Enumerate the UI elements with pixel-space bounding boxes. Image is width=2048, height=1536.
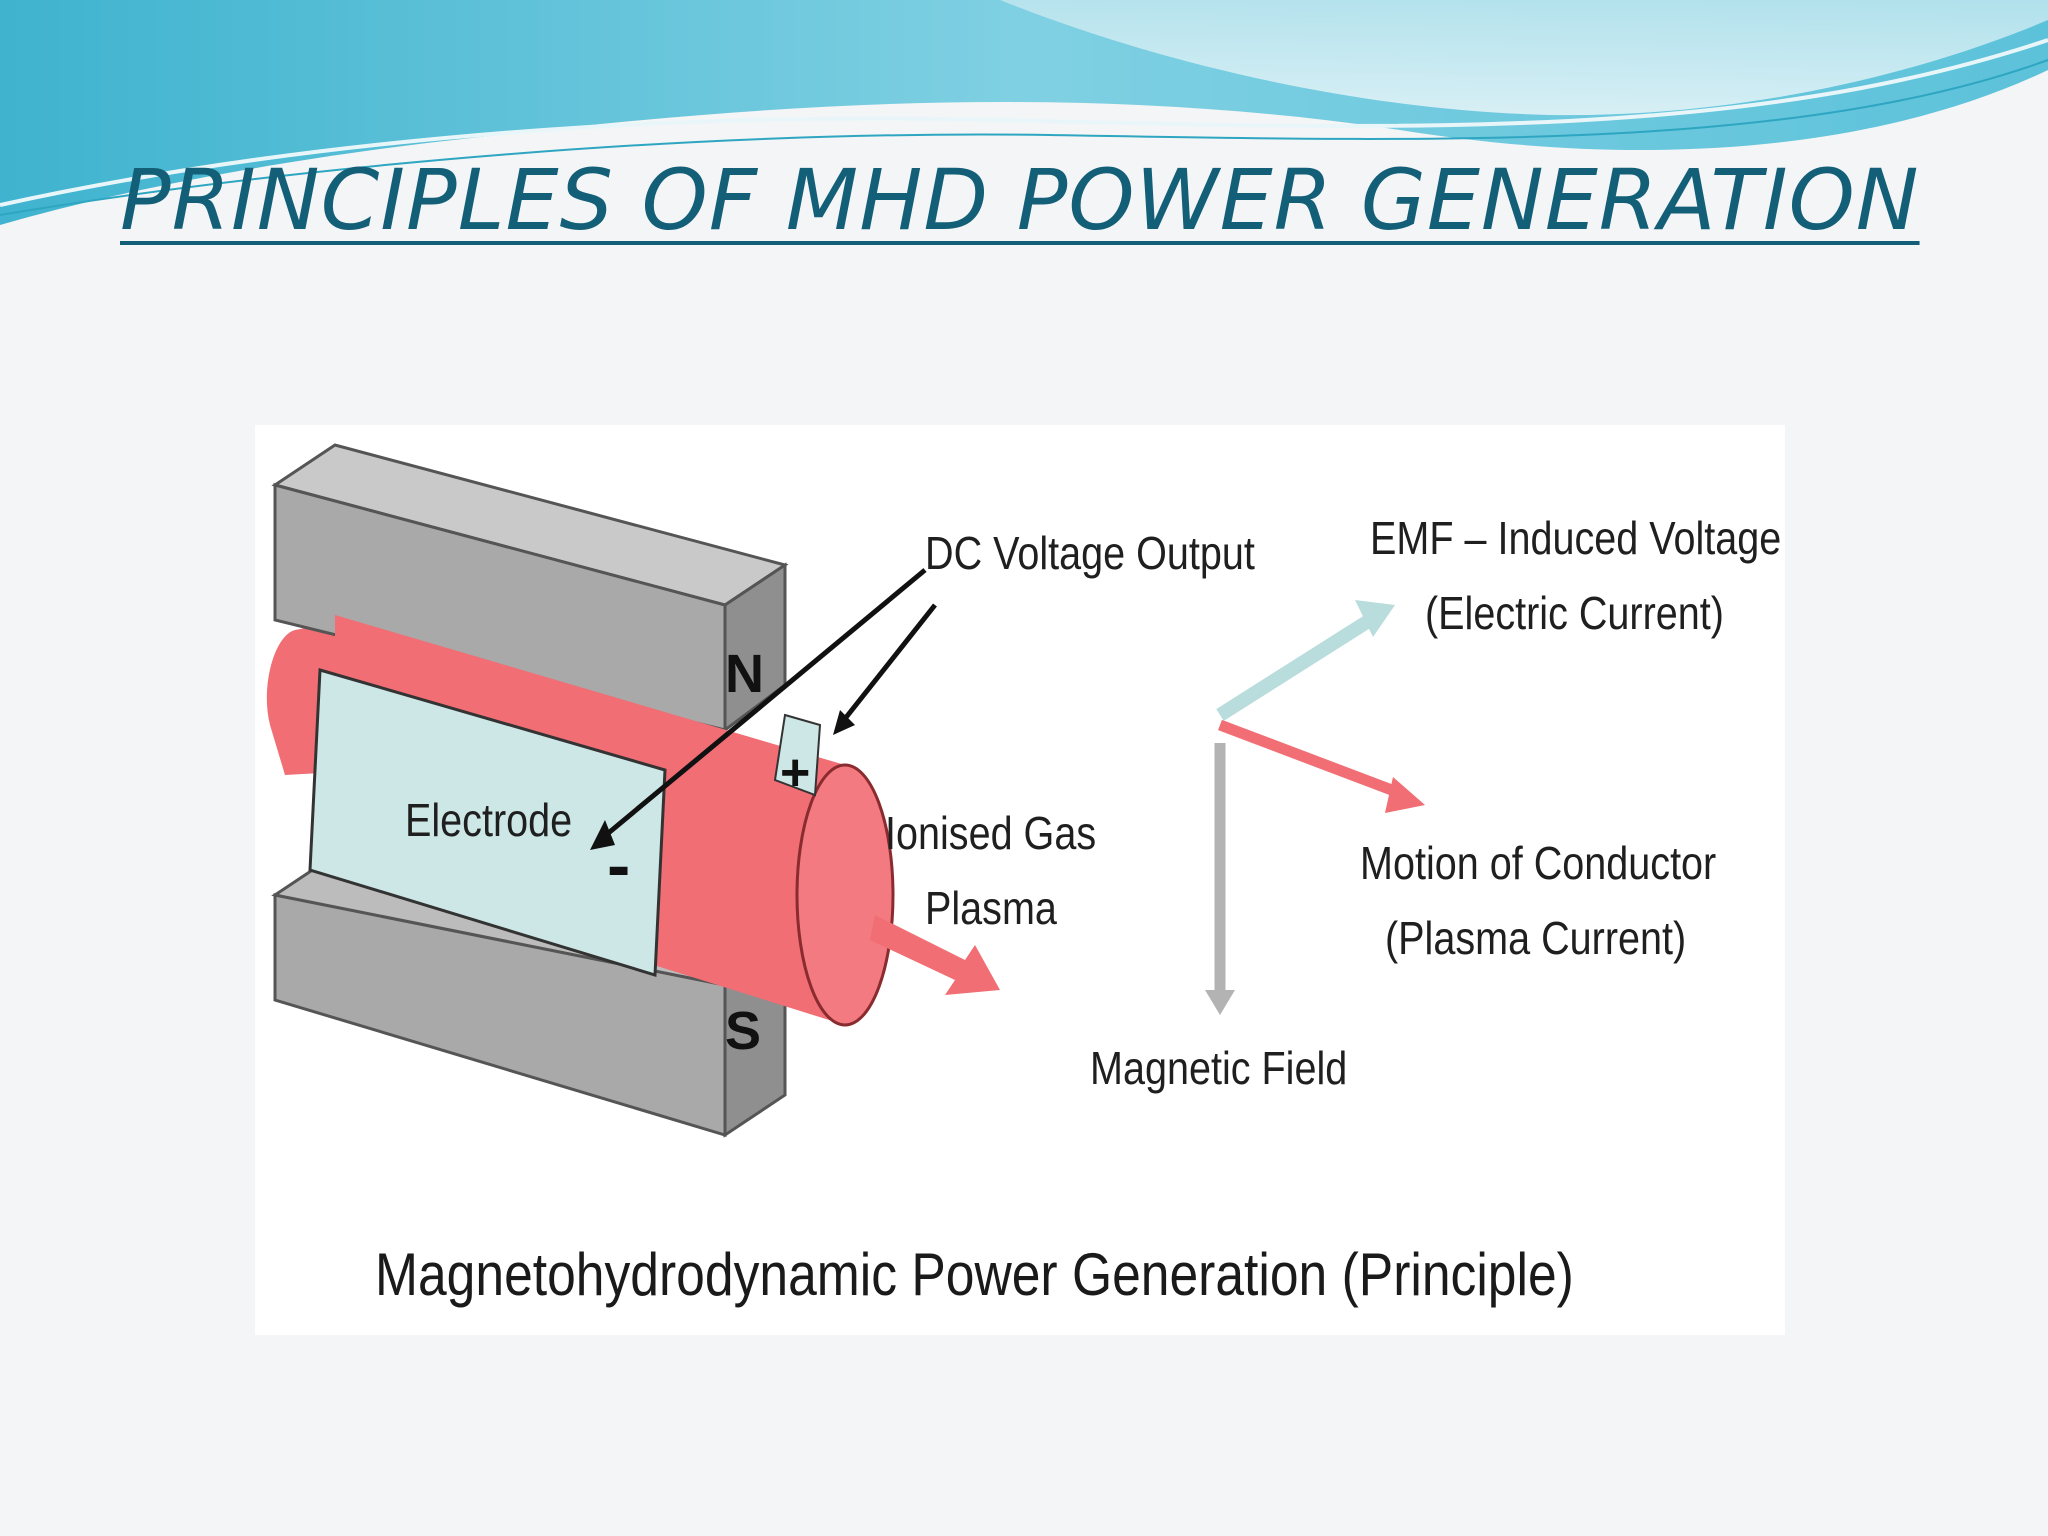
diagram-caption: Magnetohydrodynamic Power Generation (Pr…	[375, 1241, 1574, 1308]
positive-electrode	[773, 713, 822, 797]
mhd-illustration	[266, 443, 1425, 1138]
dc-lead-negative	[598, 568, 927, 842]
motion-of-conductor-label-line1: Motion of Conductor	[1360, 837, 1717, 889]
plasma-tube-end	[795, 763, 895, 1027]
conductor-motion-arrowhead	[1385, 777, 1425, 813]
magnetic-field-label: Magnetic Field	[1090, 1042, 1348, 1094]
negative-terminal-label: -	[607, 826, 631, 904]
dc-lead-positive-arrowhead	[833, 710, 855, 735]
dc-lead-positive	[838, 603, 937, 727]
emf-label-line1: EMF – Induced Voltage	[1370, 512, 1782, 564]
magnetic-field-arrowhead	[1205, 990, 1235, 1015]
ionised-gas-label-line1: Ionised Gas	[885, 807, 1097, 859]
plasma-flow-arrow	[870, 915, 1000, 995]
motion-of-conductor-label-line2: (Plasma Current)	[1385, 912, 1687, 964]
north-pole-label: N	[725, 644, 764, 704]
electrode-label: Electrode	[405, 794, 573, 846]
dc-voltage-output-label: DC Voltage Output	[925, 527, 1255, 579]
conductor-motion-vector	[1218, 719, 1407, 801]
dc-lead-negative-arrowhead	[590, 820, 615, 850]
ionised-gas-label-line2: Plasma	[925, 882, 1057, 934]
emf-vector	[1216, 614, 1374, 721]
south-pole-label: S	[725, 1001, 762, 1061]
positive-terminal-label: +	[780, 744, 811, 802]
page-title: PRINCIPLES OF MHD POWER GENERATION	[120, 151, 1920, 249]
electrode-plate	[308, 668, 667, 977]
emf-label-line2: (Electric Current)	[1425, 587, 1724, 639]
emf-arrowhead	[1355, 600, 1395, 637]
mhd-diagram: N S + - DC Voltage Output EMF – Induced …	[255, 425, 1785, 1335]
